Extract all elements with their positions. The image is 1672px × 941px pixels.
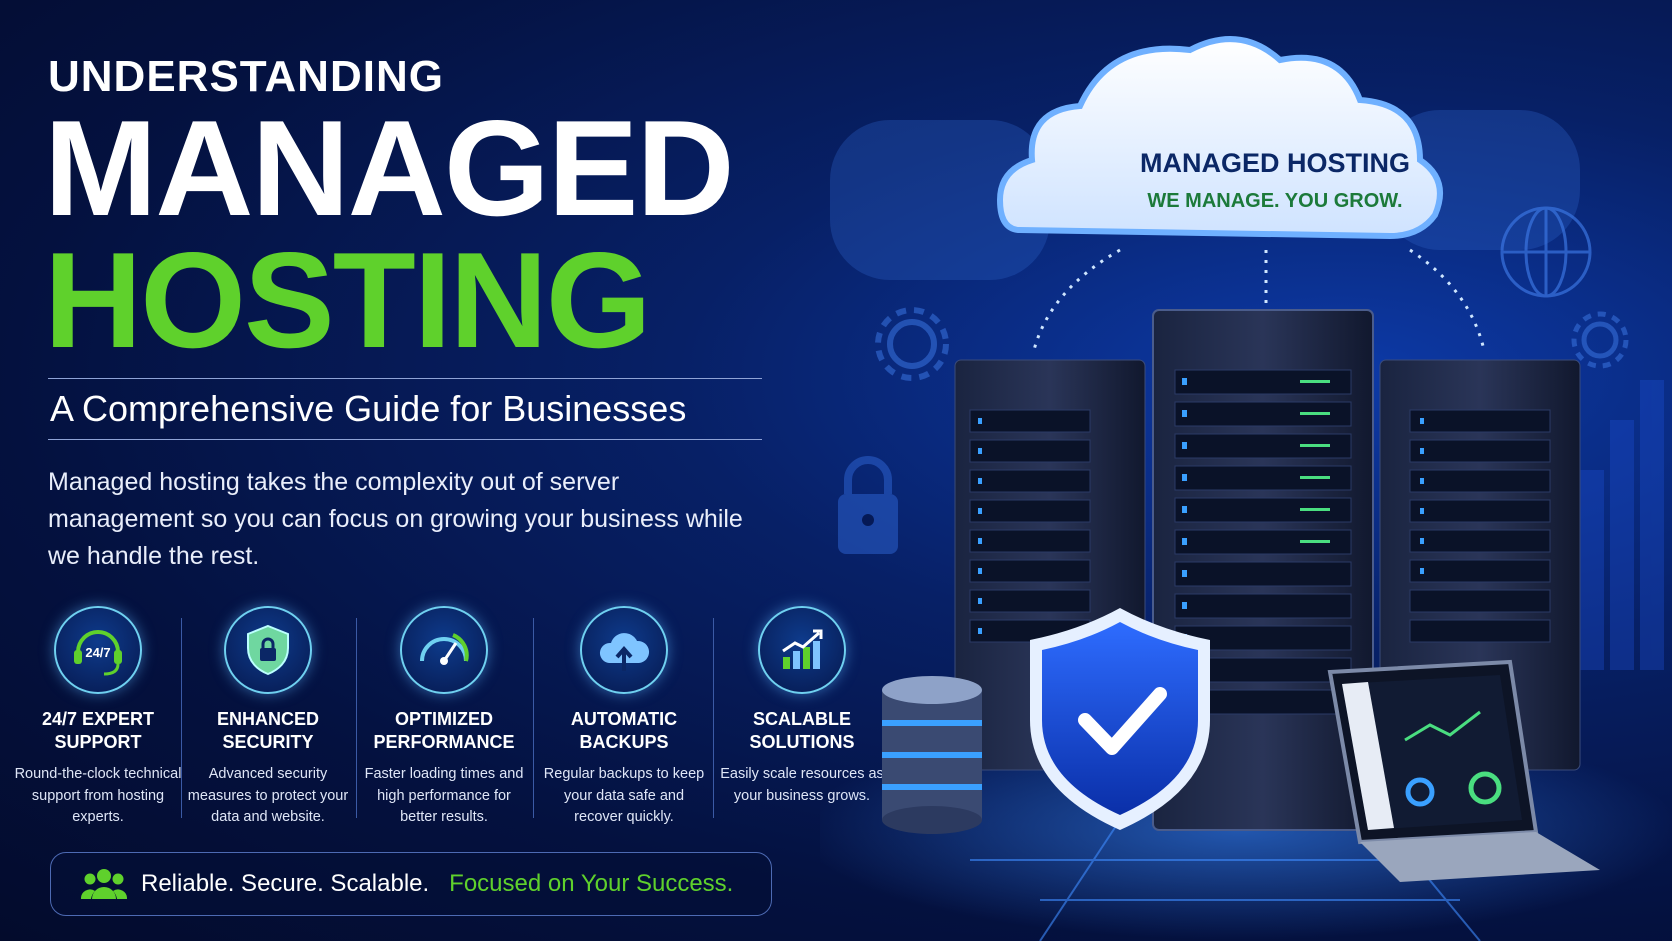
growth-chart-icon xyxy=(758,606,846,694)
shield-lock-icon xyxy=(224,606,312,694)
tagline-bar: Reliable. Secure. Scalable. Focused on Y… xyxy=(50,852,772,916)
headset-24-7-icon: 24/7 xyxy=(54,606,142,694)
cloud-slogan: WE MANAGE. YOU GROW. xyxy=(1147,190,1403,212)
feature-title: OPTIMIZED PERFORMANCE xyxy=(373,709,515,752)
hero-kicker: UNDERSTANDING xyxy=(48,52,444,101)
feature-security: ENHANCED SECURITY Advanced security meas… xyxy=(182,606,354,829)
database-stack-icon xyxy=(882,676,982,834)
cloud-badge xyxy=(996,36,1443,240)
users-group-icon xyxy=(81,867,127,901)
feature-performance: OPTIMIZED PERFORMANCE Faster loading tim… xyxy=(358,606,530,829)
feature-desc: Faster loading times and high performanc… xyxy=(364,766,524,825)
feature-backups: AUTOMATIC BACKUPS Regular backups to kee… xyxy=(538,606,710,829)
column-separator xyxy=(181,618,182,818)
column-separator xyxy=(713,618,714,818)
hero-intro: Managed hosting takes the complexity out… xyxy=(48,468,743,570)
connection-lines xyxy=(1032,248,1486,351)
bar-chart-background xyxy=(1580,380,1664,670)
gear-icon xyxy=(875,307,949,381)
gear-icon-right xyxy=(1571,311,1629,369)
divider-bottom xyxy=(48,439,762,440)
feature-scalable: SCALABLE SOLUTIONS Easily scale resource… xyxy=(716,606,888,807)
hero-title-line2: HOSTING xyxy=(44,224,652,376)
hero-subtitle: A Comprehensive Guide for Businesses xyxy=(50,388,687,429)
laptop-dashboard xyxy=(1327,659,1600,882)
padlock-icon xyxy=(838,456,898,554)
feature-desc: Regular backups to keep your data safe a… xyxy=(543,766,705,825)
hero-title-line1: MANAGED xyxy=(44,92,735,244)
feature-support: 24/7 24/7 EXPERT SUPPORT Round-the-clock… xyxy=(12,606,184,829)
feature-desc: Round-the-clock technical support from h… xyxy=(14,766,182,825)
feature-title: SCALABLE SOLUTIONS xyxy=(749,709,855,752)
globe-icon xyxy=(1500,206,1592,298)
feature-title: ENHANCED SECURITY xyxy=(216,709,319,752)
column-separator xyxy=(533,618,534,818)
cloud-title: MANAGED HOSTING xyxy=(1140,148,1410,178)
shield-check-icon xyxy=(1030,608,1210,830)
tagline-part1: Reliable. Secure. Scalable. xyxy=(141,870,430,897)
feature-desc: Advanced security measures to protect yo… xyxy=(187,766,349,825)
column-separator xyxy=(356,618,357,818)
cloud-upload-icon xyxy=(580,606,668,694)
feature-title: 24/7 EXPERT SUPPORT xyxy=(41,709,155,752)
hosting-illustration xyxy=(820,36,1672,941)
tagline-part2: Focused on Your Success. xyxy=(449,870,734,897)
divider-top xyxy=(48,378,762,379)
support-badge: 24/7 xyxy=(85,645,110,660)
feature-title: AUTOMATIC BACKUPS xyxy=(570,709,678,752)
speedometer-icon xyxy=(400,606,488,694)
